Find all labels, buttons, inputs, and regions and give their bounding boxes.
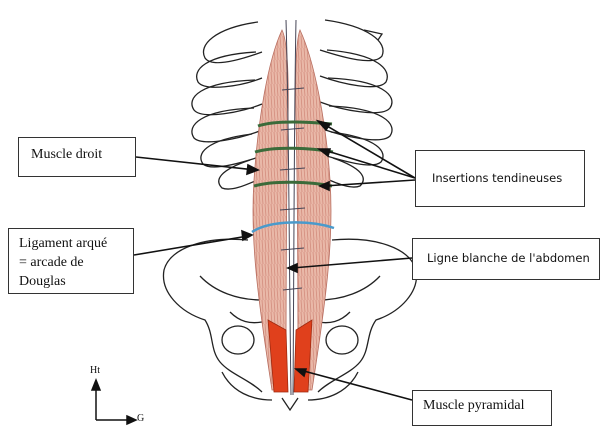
- rib-cage: [192, 20, 392, 189]
- label-ligament-line-2: = arcade de: [19, 253, 133, 272]
- label-muscle-pyramidal: Muscle pyramidal: [412, 390, 552, 426]
- label-muscle-droit-text: Muscle droit: [31, 147, 102, 162]
- label-ligament-arque: Ligament arqué = arcade de Douglas: [8, 228, 134, 294]
- label-insertions-text: Insertions tendineuses: [432, 171, 562, 185]
- label-ligament-line-1: Ligament arqué: [19, 234, 133, 253]
- orientation-up-label: Ht: [90, 365, 100, 376]
- label-ligne-blanche-text: Ligne blanche de l'abdomen: [427, 251, 590, 265]
- label-insertions-tendineuses: Insertions tendineuses: [415, 150, 585, 207]
- label-pyramidal-text: Muscle pyramidal: [423, 398, 524, 413]
- orientation-side-label: G: [137, 413, 144, 424]
- label-muscle-droit: Muscle droit: [18, 137, 136, 177]
- orientation-arrows: [92, 380, 136, 424]
- label-ligament-line-3: Douglas: [19, 272, 133, 291]
- label-ligne-blanche: Ligne blanche de l'abdomen: [412, 238, 600, 280]
